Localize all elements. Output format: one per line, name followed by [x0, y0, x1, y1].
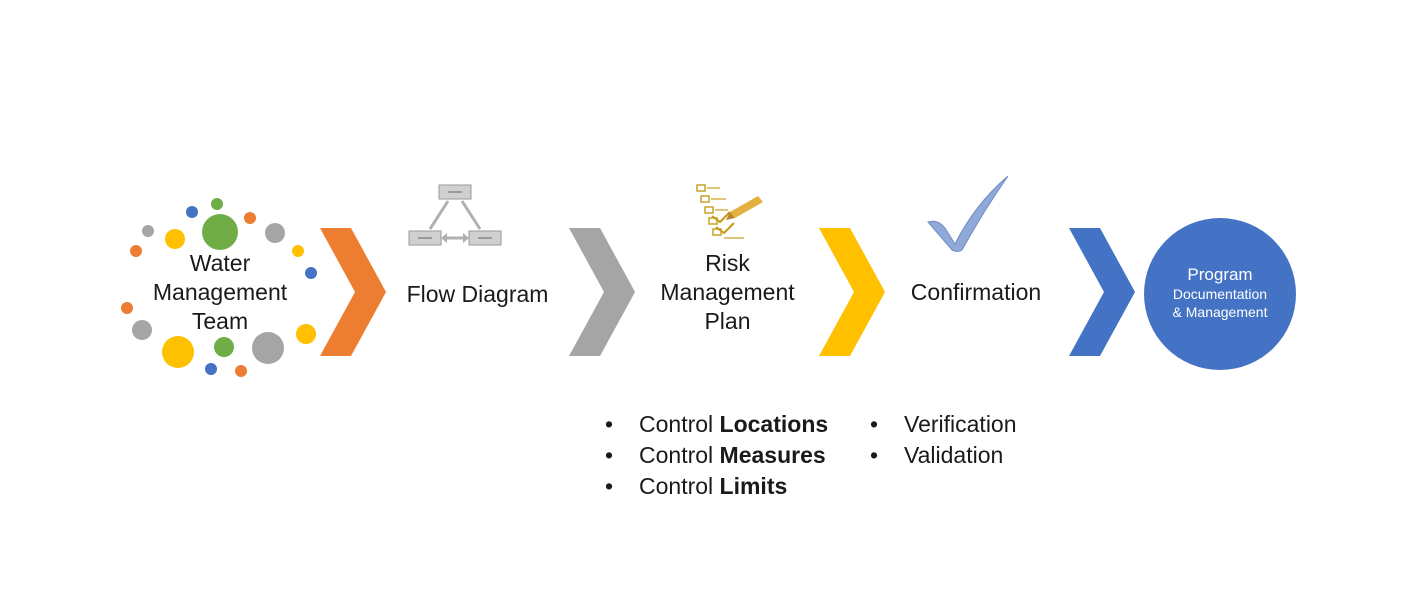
program-circle [1144, 218, 1296, 370]
checklist-icon [696, 184, 763, 239]
step-flow-diagram: Flow Diagram [395, 280, 560, 309]
gray-chevron [569, 228, 635, 356]
step-label-line: Confirmation [910, 279, 1042, 305]
step-program-documentation: Program Documentation & Management [1146, 264, 1294, 321]
orange-chevron [320, 228, 386, 356]
step-label-line: Plan [704, 308, 751, 334]
bullet-prefix: Control [639, 473, 720, 499]
blue-chevron [1069, 228, 1135, 356]
bullet-bold: Measures [719, 442, 826, 468]
step-confirmation: Confirmation [890, 278, 1062, 307]
step-water-management-team: Water Management Team [130, 249, 310, 336]
bullet-prefix: Control [639, 442, 720, 468]
confirmation-bullet-list: Verification Validation [870, 409, 1017, 471]
checkmark-icon [927, 175, 1009, 252]
bullet-prefix: Control [639, 411, 720, 437]
step-risk-management-plan: Risk Management Plan [640, 249, 815, 336]
step-label-line: & Management [1172, 304, 1268, 320]
step-label-line: Team [191, 308, 249, 334]
list-item: Control Locations [605, 409, 828, 440]
list-item: Verification [870, 409, 1017, 440]
bullet-bold: Limits [719, 473, 788, 499]
step-label-line: Water [189, 250, 251, 276]
step-label-line: Flow Diagram [406, 281, 549, 307]
bullet-bold: Locations [719, 411, 829, 437]
team-dots-icon [121, 198, 317, 377]
step-label-line: Program [1187, 265, 1253, 284]
step-label-line: Risk [705, 250, 750, 276]
flowchart-icon [408, 184, 502, 246]
list-item: Control Measures [605, 440, 828, 471]
step-label-line: Documentation [1172, 286, 1268, 302]
step-label-line: Management [660, 279, 795, 305]
risk-bullet-list: Control Locations Control Measures Contr… [605, 409, 828, 502]
step-label-line: Management [152, 279, 288, 305]
list-item: Control Limits [605, 471, 828, 502]
yellow-chevron [819, 228, 885, 356]
list-item: Validation [870, 440, 1017, 471]
